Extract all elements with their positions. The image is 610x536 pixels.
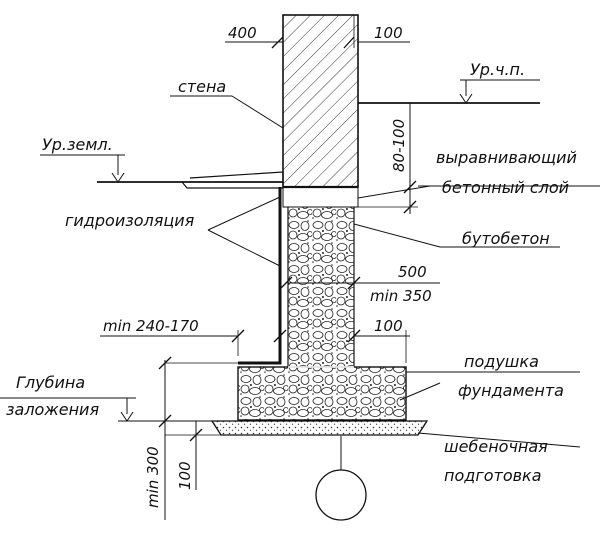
label-leveling-1: выравнивающий: [436, 148, 577, 167]
dim-100-right: 100: [374, 317, 403, 335]
label-ground-level: Ур.земл.: [42, 135, 113, 154]
label-floor-level: Ур.ч.п.: [470, 60, 525, 79]
label-cushion-1: подушка: [464, 352, 539, 371]
dim-400: 400: [228, 24, 257, 42]
waterproofing-line: [238, 187, 282, 365]
dim-500: 500: [398, 263, 427, 281]
dim-80-100: 80-100: [390, 119, 408, 172]
label-waterproofing: гидроизоляция: [65, 211, 195, 230]
label-rubble-concrete: бутобетон: [462, 229, 550, 248]
label-gravel-2: подготовка: [444, 466, 542, 485]
leveling-layer: [282, 186, 359, 208]
axis-marker: [315, 469, 367, 521]
rubble-concrete-wall: [288, 207, 354, 367]
label-cushion-2: фундамента: [458, 381, 564, 400]
dim-min240-170: min 240-170: [103, 317, 199, 335]
foundation-cushion: [237, 366, 407, 421]
dim-100-bottom: 100: [176, 461, 194, 490]
label-wall: стена: [178, 77, 226, 96]
label-gravel-1: шебеночная: [444, 437, 548, 456]
dim-100-top: 100: [374, 24, 403, 42]
dim-min350: min 350: [370, 287, 432, 305]
label-depth-2: заложения: [6, 400, 99, 419]
dim-min300: min 300: [144, 446, 162, 508]
label-leveling-2: бетонный слой: [442, 178, 569, 197]
label-depth-1: Глубина: [16, 373, 85, 392]
gravel-preparation: [210, 420, 429, 436]
wall-body: [282, 14, 359, 188]
